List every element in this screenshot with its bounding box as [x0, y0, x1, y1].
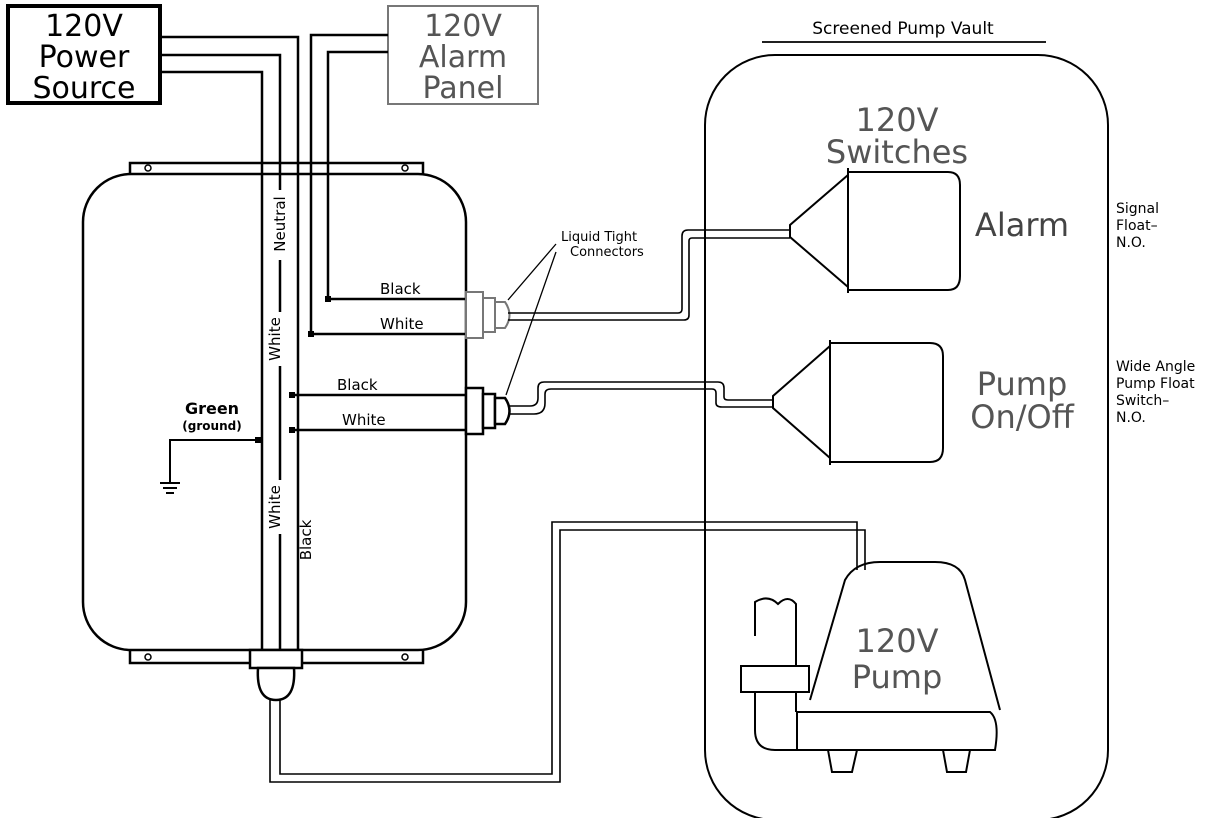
alarm-white-label: White: [380, 315, 424, 333]
alarm-float: [789, 168, 961, 293]
signal-note-line1: Signal: [1116, 201, 1159, 217]
pump-black-label: Black: [337, 376, 378, 394]
green-label: Green: [185, 399, 239, 418]
pump-line2: Pump: [852, 658, 943, 696]
float-cables: [508, 229, 790, 415]
wide-angle-note: Wide Angle Pump Float Switch– N.O.: [1116, 359, 1195, 426]
power-source: 120V Power Source: [6, 4, 162, 106]
wide-note-line2: Pump Float: [1116, 376, 1195, 392]
wire-label-neutral: Neutral: [271, 196, 289, 251]
wide-note-line1: Wide Angle: [1116, 359, 1195, 375]
connector-leaders: [505, 243, 557, 396]
alarm-panel-line3: Panel: [423, 71, 504, 106]
alarm-panel-wires: [309, 33, 388, 334]
pump-switch-line1: Pump: [977, 365, 1068, 403]
signal-note-line2: Float–: [1116, 218, 1158, 234]
vault-outline: [704, 54, 1109, 818]
power-wires: [160, 35, 300, 662]
wide-note-line4: N.O.: [1116, 410, 1146, 426]
wide-note-line3: Switch–: [1116, 393, 1169, 409]
signal-note-line3: N.O.: [1116, 235, 1146, 251]
vault-title: Screened Pump Vault: [812, 19, 994, 39]
pump-switch-line2: On/Off: [970, 398, 1074, 436]
internal-wires: [292, 297, 466, 432]
power-source-line1: 120V: [45, 9, 123, 44]
pump-cord: [269, 521, 866, 783]
pump: [740, 561, 1001, 773]
wire-label-black-vertical: Black: [297, 519, 315, 560]
wire-label-white-upper: White: [266, 317, 284, 361]
connector-pump: [464, 386, 511, 436]
ground-symbol: [160, 439, 258, 494]
pump-white-label: White: [342, 411, 386, 429]
alarm-panel: 120V Alarm Panel: [387, 5, 539, 106]
alarm-label: Alarm: [975, 206, 1069, 244]
alarm-panel-line1: 120V: [424, 9, 502, 44]
signal-float-note: Signal Float– N.O.: [1116, 201, 1159, 251]
wire-label-white-lower: White: [266, 485, 284, 529]
power-source-line3: Source: [32, 71, 135, 106]
connectors-label-line2: Connectors: [570, 245, 644, 260]
ground-label: (ground): [182, 419, 241, 433]
pump-float: [772, 340, 944, 465]
alarm-panel-line2: Alarm: [419, 40, 507, 75]
switches-line1: 120V: [856, 101, 939, 139]
alarm-black-label: Black: [380, 280, 421, 298]
power-source-line2: Power: [39, 40, 130, 75]
switches-line2: Switches: [826, 133, 968, 171]
pump-line1: 120V: [856, 622, 939, 660]
connector-alarm: [465, 291, 511, 339]
connectors-label-line1: Liquid Tight: [561, 230, 637, 245]
bottom-connector: [248, 648, 304, 702]
